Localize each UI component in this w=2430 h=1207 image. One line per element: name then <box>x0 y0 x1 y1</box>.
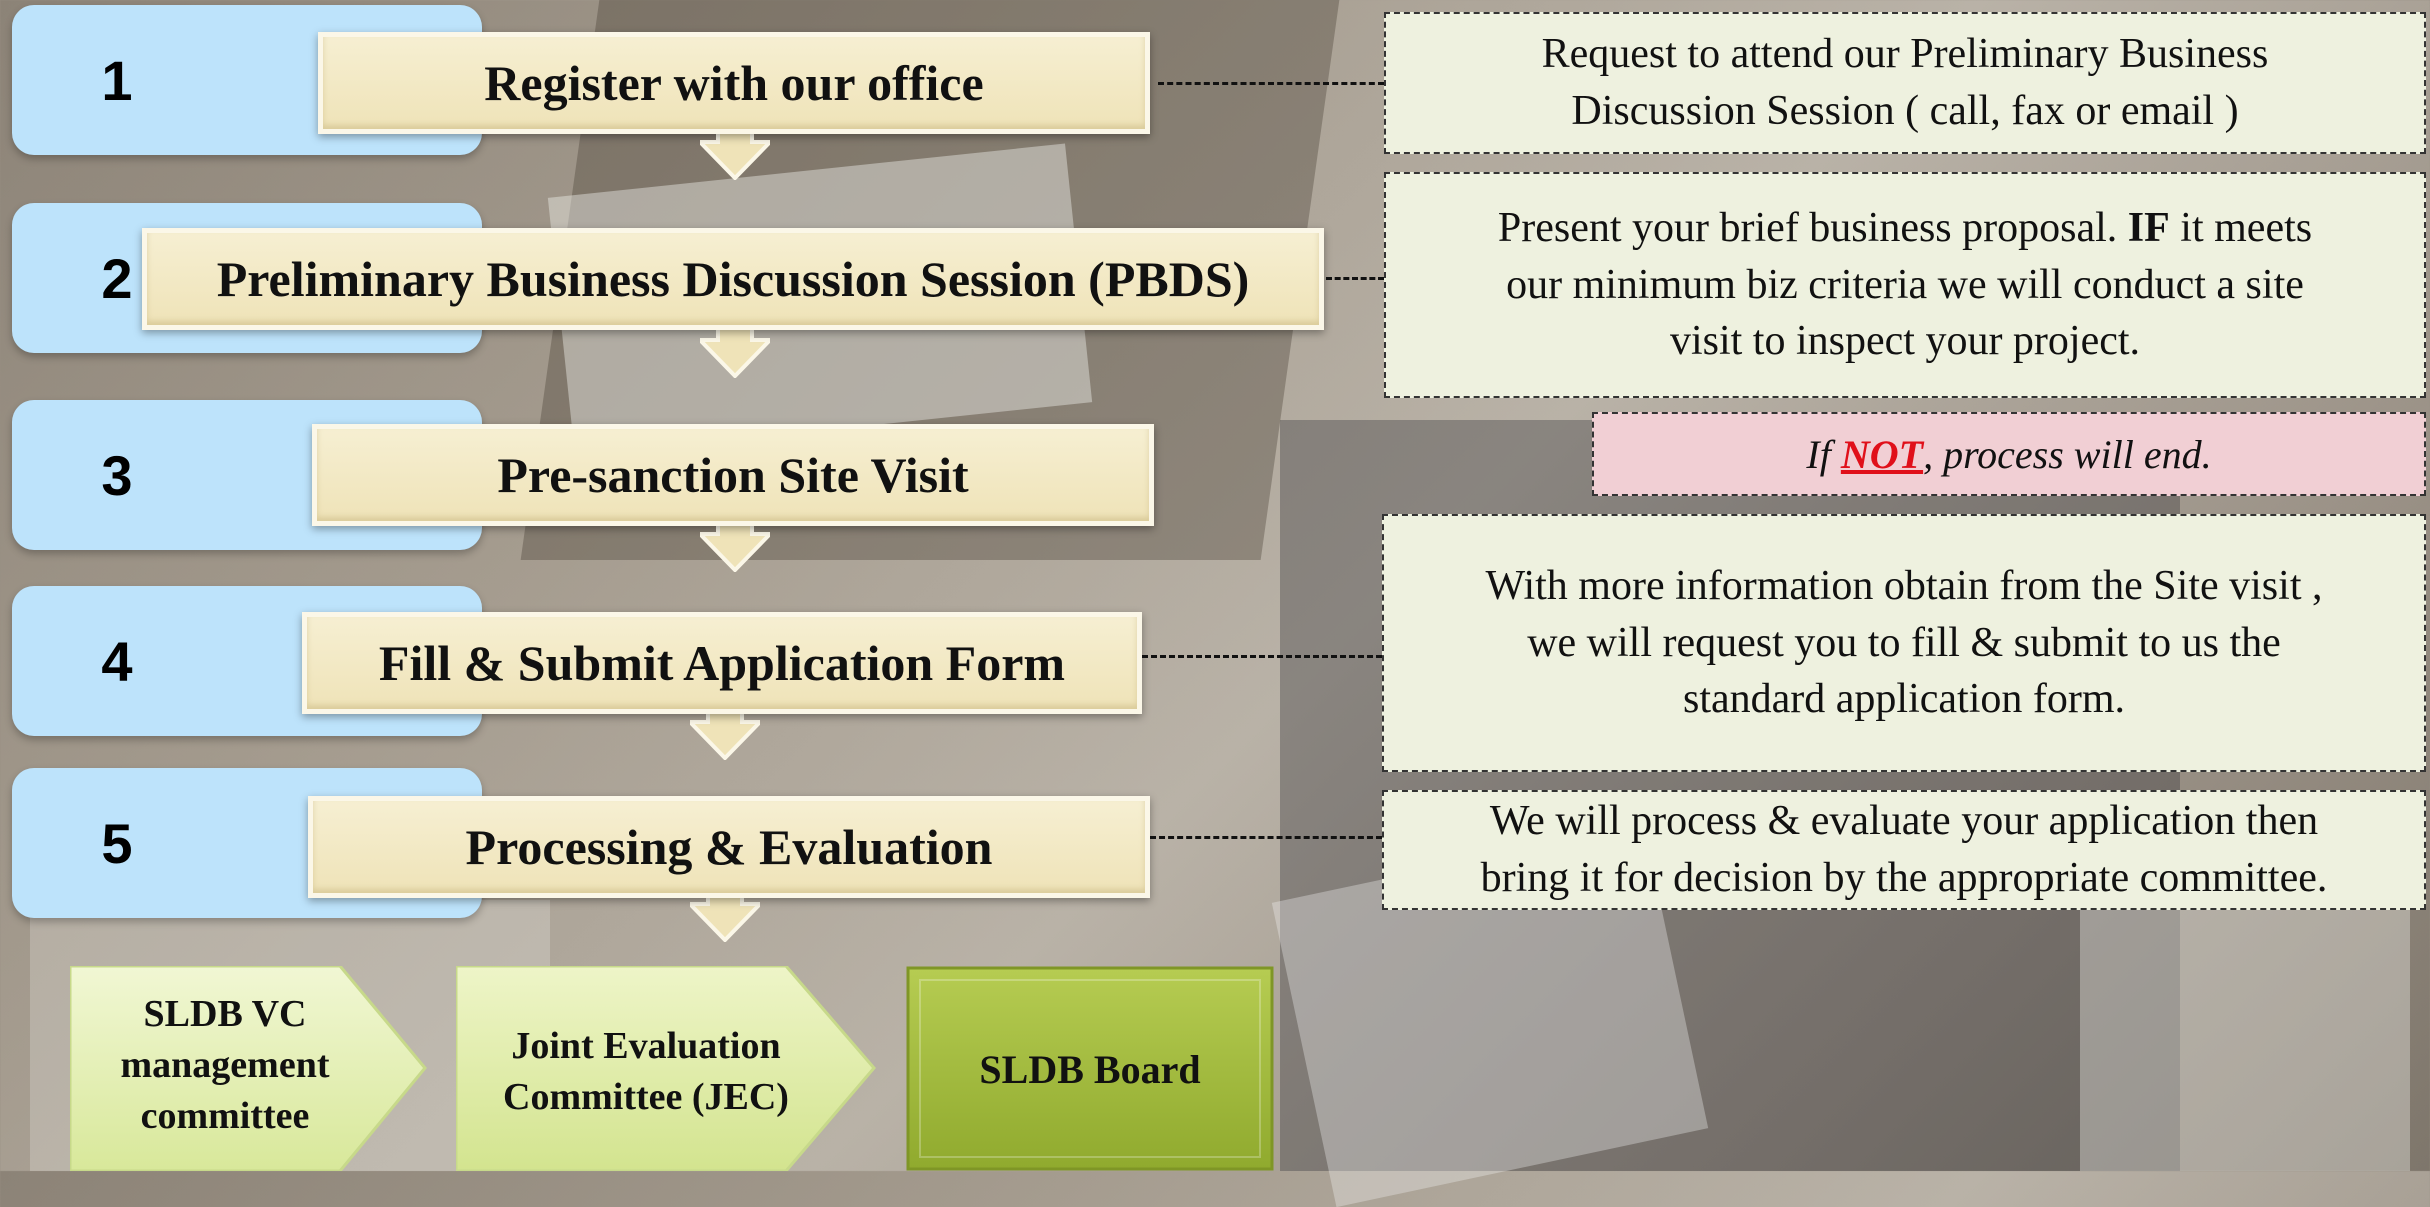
committee-line: management <box>121 1044 330 1086</box>
description-line: we will request you to fill & submit to … <box>1527 619 2281 666</box>
description-line: With more information obtain from the Si… <box>1485 562 2323 609</box>
description-5: We will process & evaluate your applicat… <box>1382 790 2426 910</box>
step-number: 1 <box>101 48 133 112</box>
committee-board: SLDB Board <box>906 966 1274 1171</box>
description-1: Request to attend our Preliminary Busine… <box>1384 12 2426 154</box>
committee-line: Joint Evaluation <box>511 1025 780 1067</box>
description-line: Present your brief business proposal. IF… <box>1498 200 2312 257</box>
step-box-5: Processing & Evaluation <box>308 796 1150 898</box>
step-box-2: Preliminary Business Discussion Session … <box>142 228 1324 330</box>
description-line: We will process & evaluate your applicat… <box>1489 798 2319 845</box>
warning-not: NOT <box>1840 431 1924 477</box>
step-box-1: Register with our office <box>318 32 1150 134</box>
step-number: 5 <box>101 811 133 875</box>
process-end-warning: If NOT, process will end. <box>1592 412 2426 496</box>
connector-line <box>1142 655 1382 658</box>
connector-line <box>1158 82 1384 85</box>
committee-line: SLDB Board <box>979 1047 1200 1092</box>
warning-text: If <box>1806 431 1831 477</box>
committee-chevron-2: Joint Evaluation Committee (JEC) <box>456 966 876 1171</box>
description-bold-if: IF <box>2127 204 2170 251</box>
step-box-3: Pre-sanction Site Visit <box>312 424 1154 526</box>
connector-line <box>1326 277 1384 280</box>
committee-chevron-1: SLDB VC management committee <box>70 966 427 1171</box>
step-box-4: Fill & Submit Application Form <box>302 612 1142 714</box>
description-line: standard application form. <box>1682 676 2126 723</box>
description-line: visit to inspect your project. <box>1669 318 2141 365</box>
description-line: Request to attend our Preliminary Busine… <box>1541 31 2269 78</box>
description-4: With more information obtain from the Si… <box>1382 514 2426 772</box>
description-2: Present your brief business proposal. IF… <box>1384 172 2426 398</box>
description-text: Present your brief business proposal. <box>1497 204 2128 251</box>
warning-text: , process will end. <box>1923 431 2212 477</box>
connector-line <box>1150 836 1382 839</box>
description-text: it meets <box>2169 204 2313 251</box>
description-line: our minimum biz criteria we will conduct… <box>1506 261 2304 308</box>
step-number: 4 <box>101 629 133 693</box>
committee-line: SLDB VC <box>144 993 307 1035</box>
description-line: Discussion Session ( call, fax or email … <box>1571 88 2239 134</box>
committee-line: committee <box>141 1095 310 1137</box>
description-line: bring it for decision by the appropriate… <box>1480 855 2328 901</box>
committee-line: Committee (JEC) <box>503 1076 789 1118</box>
step-number: 3 <box>101 443 133 507</box>
step-number: 2 <box>101 246 133 310</box>
